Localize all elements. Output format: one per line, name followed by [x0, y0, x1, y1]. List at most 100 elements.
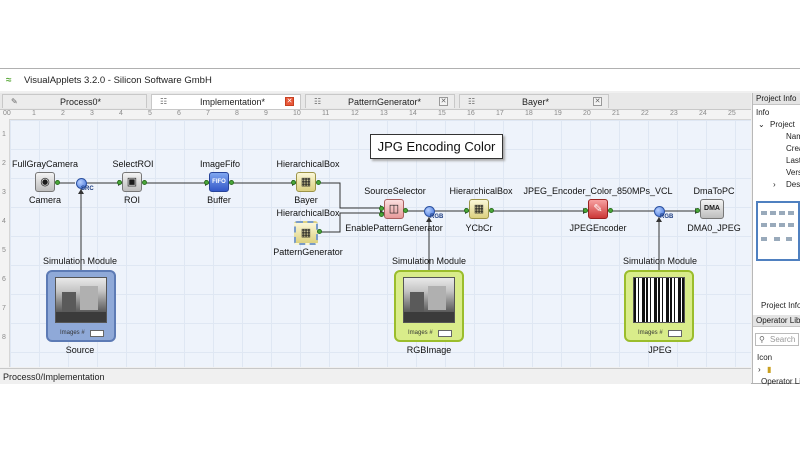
tree-item-description[interactable]: Desc [786, 180, 800, 189]
output-port[interactable] [403, 208, 408, 213]
folder-icon: ▮ [767, 365, 772, 374]
tab-patterngenerator[interactable]: ☷ PatternGenerator* ✕ [305, 94, 455, 108]
tree-item-created[interactable]: Crea [786, 144, 800, 153]
output-port[interactable] [55, 180, 60, 185]
tab-label: Process0* [60, 97, 102, 107]
input-port[interactable] [117, 180, 122, 185]
chevron-right-icon[interactable]: › [758, 365, 761, 374]
input-port[interactable] [464, 208, 469, 213]
operator-search-input[interactable]: ⚲ Search [755, 333, 799, 346]
input-port[interactable] [204, 180, 209, 185]
diagram-overview-thumbnail[interactable] [756, 201, 800, 261]
simulation-preview-image [55, 277, 107, 323]
output-port[interactable] [489, 208, 494, 213]
ruler-tick-label: 7 [206, 110, 210, 117]
simulation-preview-image [403, 277, 455, 323]
output-port[interactable] [608, 208, 613, 213]
node-label-jpegencoder: JPEGEncoder [569, 223, 627, 233]
info-label: Info [756, 108, 770, 117]
operator-library-header[interactable]: Operator Libr [753, 315, 800, 327]
ruler-tick-label: 00 [3, 110, 11, 117]
input-port[interactable] [583, 208, 588, 213]
link-ball-jpg[interactable] [654, 206, 665, 217]
connection-lines [59, 180, 700, 270]
simulation-module-jpeg[interactable]: Images # [624, 270, 694, 342]
link-ball-rgb[interactable] [424, 206, 435, 217]
tree-item-last[interactable]: Last [786, 156, 800, 165]
design-canvas[interactable]: JPG Encoding Color FullGrayCamera ◉ Came… [10, 120, 751, 367]
ruler-tick-label: 21 [612, 110, 620, 117]
dma-icon[interactable]: DMA [700, 199, 724, 219]
arrowhead [656, 217, 662, 222]
output-port[interactable] [142, 180, 147, 185]
close-tab-icon[interactable]: ✕ [593, 97, 602, 106]
images-count-field[interactable] [438, 330, 452, 337]
output-port[interactable] [316, 180, 321, 185]
node-name-patterngenerator: HierarchicalBox [276, 208, 340, 218]
fifo-icon[interactable]: FIFO [209, 172, 229, 192]
window-title: VisualApplets 3.2.0 - Silicon Software G… [24, 75, 212, 86]
hierarchical-box-icon[interactable]: ▦ [294, 221, 318, 245]
jpeg-encoder-icon[interactable]: ✎ [588, 199, 608, 219]
node-name-jpegencoder: JPEG_Encoder_Color_850MPs_VCL [523, 186, 673, 196]
project-info-header[interactable]: Project Info [753, 93, 800, 105]
node-label-roi: ROI [123, 195, 141, 205]
annotation-box[interactable]: JPG Encoding Color [370, 134, 503, 159]
output-port[interactable] [229, 180, 234, 185]
input-port[interactable] [695, 208, 700, 213]
tab-process0[interactable]: ✎ Process0* [2, 94, 147, 108]
simulation-module-source[interactable]: Images # [46, 270, 116, 342]
node-label-buffer: Buffer [207, 195, 231, 205]
ruler-tick-label: 2 [61, 110, 65, 117]
ruler-tick-label: 20 [583, 110, 591, 117]
project-info-tab[interactable]: Project Info [761, 301, 800, 310]
images-count-field[interactable] [90, 330, 104, 337]
input-port[interactable] [379, 206, 384, 211]
output-port[interactable] [317, 229, 322, 234]
tree-item-version[interactable]: Versi [786, 168, 800, 177]
node-name-dma: DmaToPC [693, 186, 735, 196]
ruler-tick-label: 24 [699, 110, 707, 117]
ruler-tick-label: 4 [2, 218, 6, 225]
ruler-tick-label: 8 [2, 334, 6, 341]
simulation-module-rgbimage[interactable]: Images # [394, 270, 464, 342]
link-ball-src[interactable] [76, 178, 87, 189]
input-port[interactable] [379, 212, 384, 217]
operator-library-tab[interactable]: Operator Libr [761, 377, 800, 386]
editor-tab-bar: ✎ Process0* ☷ Implementation* ✕ ☷ Patter… [0, 93, 751, 110]
ruler-tick-label: 25 [728, 110, 736, 117]
camera-icon[interactable]: ◉ [35, 172, 55, 192]
source-selector-icon[interactable]: ◫ [384, 199, 404, 219]
hierarchical-box-icon[interactable]: ▦ [469, 199, 489, 219]
icon-column-header: Icon [757, 353, 773, 362]
sim-label-rgbimage: RGBImage [406, 345, 452, 355]
node-label-dma: DMA0_JPEG [687, 223, 741, 233]
tree-item-name[interactable]: Nam [786, 132, 800, 141]
arrowhead [78, 189, 84, 194]
simulation-preview-image [633, 277, 685, 323]
chevron-down-icon[interactable]: ⌄ [758, 120, 765, 129]
ruler-tick-label: 23 [670, 110, 678, 117]
sim-header-rgbimage: Simulation Module [391, 256, 467, 266]
close-tab-icon[interactable]: ✕ [285, 97, 294, 106]
images-count-field[interactable] [668, 330, 682, 337]
input-port[interactable] [291, 180, 296, 185]
ruler-tick-label: 16 [467, 110, 475, 117]
node-label-bayer: Bayer [294, 195, 318, 205]
hierarchical-box-icon[interactable]: ▦ [296, 172, 316, 192]
link-pattern-selector [321, 212, 380, 233]
sim-label-source: Source [65, 345, 95, 355]
tree-item-project[interactable]: Project [770, 120, 795, 129]
roi-icon[interactable]: ▣ [122, 172, 142, 192]
node-name-roi: SelectROI [112, 159, 154, 169]
tab-implementation[interactable]: ☷ Implementation* ✕ [151, 94, 301, 109]
ruler-tick-label: 19 [554, 110, 562, 117]
tab-bayer[interactable]: ☷ Bayer* ✕ [459, 94, 609, 108]
chevron-right-icon[interactable]: › [773, 180, 776, 189]
close-tab-icon[interactable]: ✕ [439, 97, 448, 106]
ruler-tick-label: 5 [148, 110, 152, 117]
ruler-tick-label: 6 [2, 276, 6, 283]
node-name-ycbcr: HierarchicalBox [449, 186, 513, 196]
ruler-tick-label: 5 [2, 247, 6, 254]
status-bar: Process0/Implementation [0, 368, 751, 384]
